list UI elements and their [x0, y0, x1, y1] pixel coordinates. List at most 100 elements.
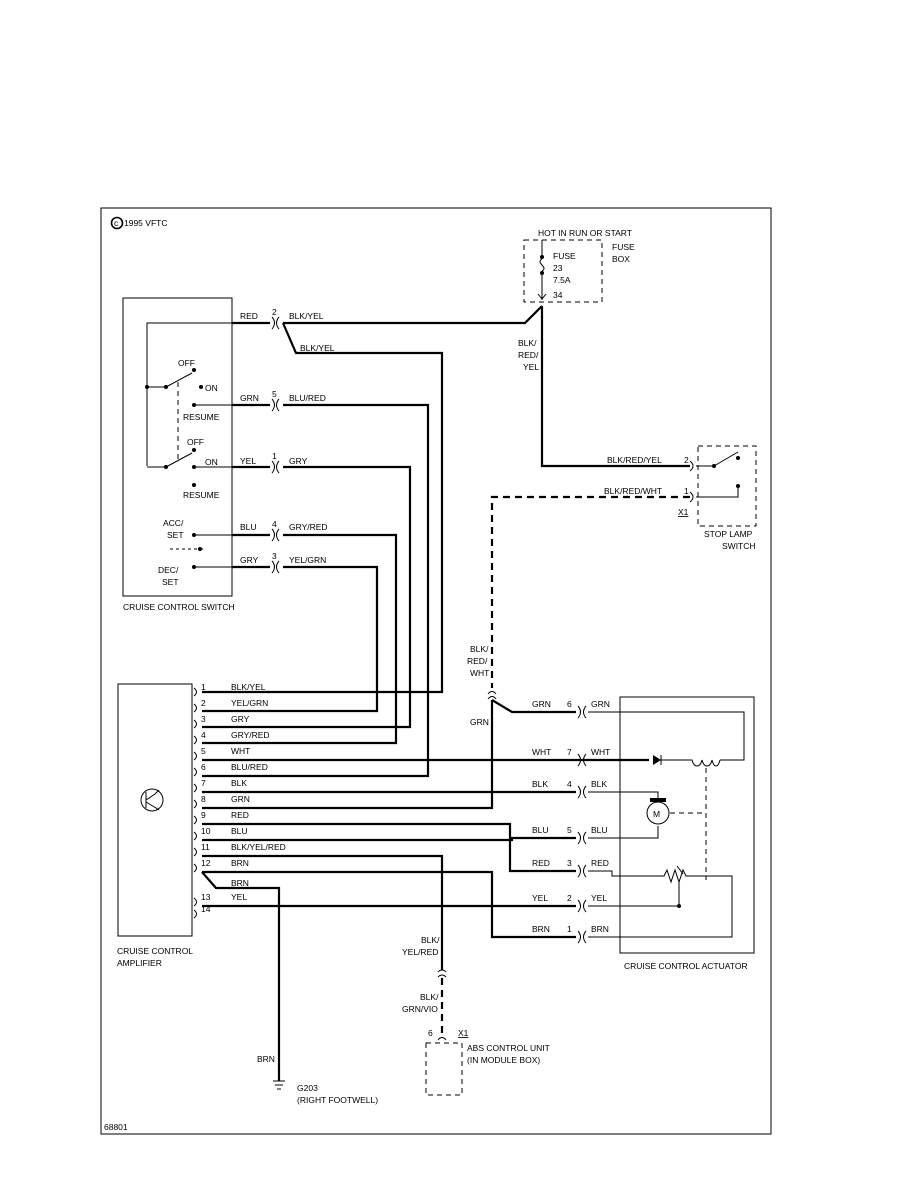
wire-label-right: YEL [591, 893, 607, 903]
cruise-control-switch: CRUISE CONTROL SWITCH OFF ON RESUME OFF … [122, 297, 235, 612]
switch-label-on-1: ON [205, 383, 218, 393]
fuse-rating: 7.5A [553, 275, 571, 285]
switch-label-acc-1: ACC/ [163, 518, 184, 528]
wire-brn-ground [201, 871, 281, 1075]
pin-wire-label: YEL/GRN [231, 698, 268, 708]
pin-wire-label: BLU [231, 826, 248, 836]
amplifier-pin-1: 1 BLK/YEL [193, 682, 266, 697]
abs-pin-icon [437, 1037, 447, 1041]
connector-icon [577, 899, 587, 913]
stop-lamp-wire-1: BLK/RED/WHT [604, 486, 662, 496]
wire-label-right: YEL/GRN [289, 555, 326, 565]
pin-connector-icon [193, 847, 197, 857]
actuator-internal-coil-loop [588, 711, 745, 761]
fuse-feed-label-2: RED/ [518, 350, 539, 360]
abs-caption-2: (IN MODULE BOX) [467, 1055, 540, 1065]
abs-connector-id: X1 [458, 1028, 469, 1038]
wire-gry [202, 465, 412, 729]
switch-contact-dec [192, 565, 196, 569]
switch-node-1 [145, 385, 149, 389]
pin-number: 8 [201, 794, 206, 804]
wire-label-left: BRN [532, 924, 550, 934]
switch-blade-1 [165, 372, 193, 388]
switch-label-dec-1: DEC/ [158, 565, 179, 575]
pin-connector-icon [193, 687, 197, 697]
ground-wire-label: BRN [257, 1054, 275, 1064]
stop-lamp-caption-1: STOP LAMP [704, 529, 753, 539]
cruise-control-actuator: CRUISE CONTROL ACTUATOR M [588, 696, 755, 971]
stop-lamp-contact-lower [736, 484, 740, 488]
pin-number: 1 [201, 682, 206, 692]
wire-brn-actuator [202, 870, 576, 939]
pin-wire-label: YEL [231, 892, 247, 902]
pin-number: 11 [201, 842, 210, 852]
wire-label-left: GRY [240, 555, 259, 565]
fuse-feed-label-1: BLK/ [518, 338, 537, 348]
stop-lamp-connector-id: X1 [678, 507, 689, 517]
connector-pin: 1 [567, 924, 572, 934]
fuse-feed-label-3: YEL [523, 362, 539, 372]
switch-label-off-1: OFF [178, 358, 195, 368]
connector-icon [577, 705, 587, 719]
pin-connector-icon [193, 767, 197, 777]
stop-lamp-switch: 2 BLK/RED/YEL 1 BLK/RED/WHT X1 STOP LAMP… [604, 445, 757, 551]
pin-connector-icon [193, 735, 197, 745]
amplifier-caption-2: AMPLIFIER [117, 958, 162, 968]
pin-number: 2 [201, 698, 206, 708]
stop-lamp-pin1-icon [689, 491, 694, 503]
fuse-terminal-icon [537, 293, 547, 300]
copyright-c: c [114, 218, 119, 228]
stop-lamp-blade [713, 451, 739, 467]
stop-lamp-pin-1: 1 [684, 486, 689, 496]
switch-connector-4: 4 BLU GRY/RED [240, 519, 328, 542]
stop-lamp-pin2-icon [689, 460, 694, 472]
wire-label-left: YEL [240, 456, 256, 466]
pin-connector-icon [193, 863, 197, 873]
abs-pin: 6 [428, 1028, 433, 1038]
pin-number: 9 [201, 810, 206, 820]
splice-connector-icon [487, 691, 497, 700]
switch-label-dec-2: SET [162, 577, 179, 587]
transistor-icon [140, 788, 164, 812]
switch-contact-off-2 [192, 448, 196, 452]
fuse-element-icon [539, 258, 545, 272]
abs-wire-bottom-1: BLK/ [420, 992, 439, 1002]
wire-blu [202, 836, 576, 842]
fuse-box-outline [523, 239, 603, 303]
connector-icon [271, 460, 280, 474]
stop-lamp-outline [697, 445, 757, 527]
pin-connector-icon [193, 831, 197, 841]
motor-label: M [653, 809, 660, 819]
connector-icon [271, 528, 280, 542]
wire-label-left: RED [240, 311, 258, 321]
switch-connectors: 2 RED BLK/YEL 5 GRN BLU/RED 1 YEL GRY 4 … [240, 307, 328, 574]
copyright-notice: c 1995 VFTC [110, 216, 167, 230]
switch-connector-5: 5 GRN BLU/RED [240, 389, 326, 412]
fuse-terminal: 34 [553, 290, 563, 300]
connector-pin: 5 [272, 389, 277, 399]
wire-label-left: WHT [532, 747, 551, 757]
diagram-frame [100, 207, 772, 1135]
connector-icon [577, 785, 587, 799]
pin-wire-label: BLK/YEL [231, 682, 266, 692]
abs-wire-bottom-2: GRN/VIO [402, 1004, 438, 1014]
ground-name: G203 [297, 1083, 318, 1093]
wire-red [202, 822, 576, 873]
transistor-symbol [145, 789, 160, 811]
motor-brush-icon [650, 798, 666, 802]
switch-connector-3: 3 GRY YEL/GRN [240, 551, 326, 574]
connector-icon [577, 930, 587, 944]
switch-contact-on-1 [199, 385, 203, 389]
pin-wire-label: BLU/RED [231, 762, 268, 772]
pin-number: 7 [201, 778, 206, 788]
stop-lamp-wire-2: BLK/RED/YEL [607, 455, 662, 465]
connector-pin: 4 [567, 779, 572, 789]
